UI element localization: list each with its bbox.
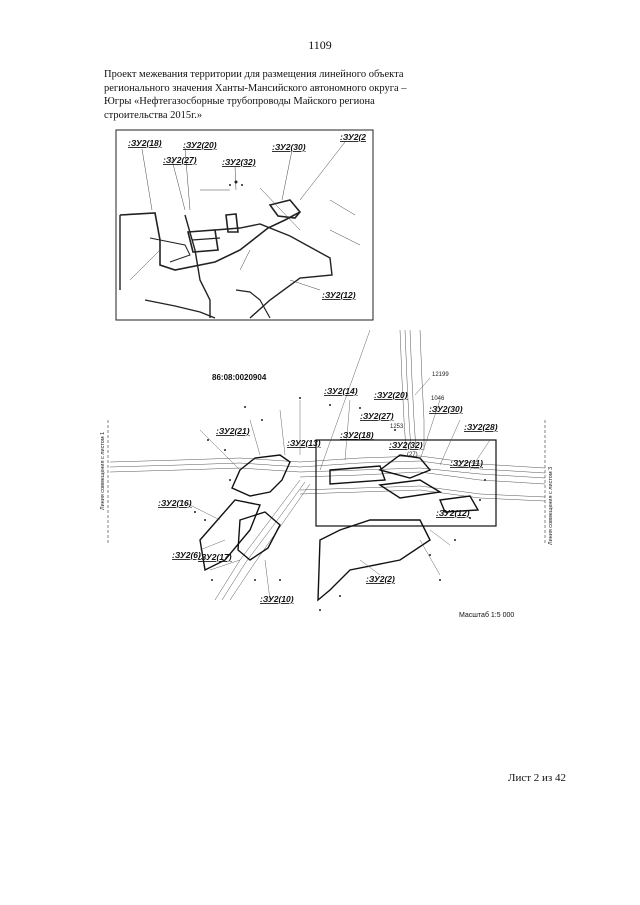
plot-label: :ЗУ2(30) [429, 404, 463, 414]
point-number: 1253 [390, 424, 404, 430]
main-map: 86:08:0020904 :ЗУ2(14) :ЗУ2(20) :ЗУ2(27)… [100, 329, 554, 611]
inset-label: :ЗУ2(20) [183, 140, 217, 150]
title-line: регионального значения Ханты-Мансийского… [104, 82, 407, 94]
document-title: Проект межевания территории для размещен… [104, 68, 422, 122]
sheet-number: Лист 2 из 42 [508, 772, 567, 784]
plot-label: :ЗУ2(27) [360, 411, 394, 421]
inset-label: :ЗУ2(2 [340, 132, 366, 142]
plot-label: :ЗУ2(11) [450, 458, 483, 468]
plot-label: :ЗУ2(21) [216, 426, 250, 436]
plot-boundary [199, 454, 480, 602]
side-line-label: Линия совмещения с листом 3 [548, 467, 554, 545]
plot-label: :ЗУ2(13) [287, 438, 321, 448]
zoom-frame [315, 439, 497, 527]
cadastral-number: 86:08:0020904 [212, 373, 267, 382]
point-number: 1046 [431, 396, 445, 402]
page-number: 1109 [308, 38, 332, 52]
plot-label: :ЗУ2(17) [198, 552, 232, 562]
plot-label: :ЗУ2(6) [172, 550, 201, 560]
inset-label: :ЗУ2(12) [322, 290, 356, 300]
point-number: 12199 [432, 372, 449, 378]
inset-label: :ЗУ2(18) [128, 138, 162, 148]
survey-point-marker [194, 397, 486, 611]
plot-label: :ЗУ2(28) [464, 422, 498, 432]
plot-label: :ЗУ2(32) [389, 440, 423, 450]
point-number: (27) [407, 452, 418, 458]
plot-label: :ЗУ2(16) [158, 498, 192, 508]
inset-label: :ЗУ2(27) [163, 155, 197, 165]
plot-label: :ЗУ2(2) [366, 574, 395, 584]
plot-label: :ЗУ2(12) [436, 508, 470, 518]
plot-label: :ЗУ2(20) [374, 390, 408, 400]
inset-label: :ЗУ2(30) [272, 142, 306, 152]
inset-point-marker [229, 180, 243, 186]
inset-label: :ЗУ2(32) [222, 157, 256, 167]
inset-frame [115, 129, 374, 321]
title-line: Проект межевания территории для размещен… [104, 69, 404, 80]
title-line: Югры «Нефтегазосборные трубопроводы Майс… [104, 96, 375, 107]
scale-label: Масштаб 1:5 000 [459, 612, 515, 619]
plot-label: :ЗУ2(14) [324, 386, 358, 396]
plot-label: :ЗУ2(18) [340, 430, 374, 440]
inset-map: :ЗУ2(18) :ЗУ2(20) :ЗУ2(27) :ЗУ2(32) :ЗУ2… [115, 129, 374, 321]
plot-label: :ЗУ2(10) [260, 594, 294, 604]
side-line-label: Линия совмещения с листом 1 [100, 432, 106, 510]
title-line: строительства 2015г.» [104, 109, 203, 121]
